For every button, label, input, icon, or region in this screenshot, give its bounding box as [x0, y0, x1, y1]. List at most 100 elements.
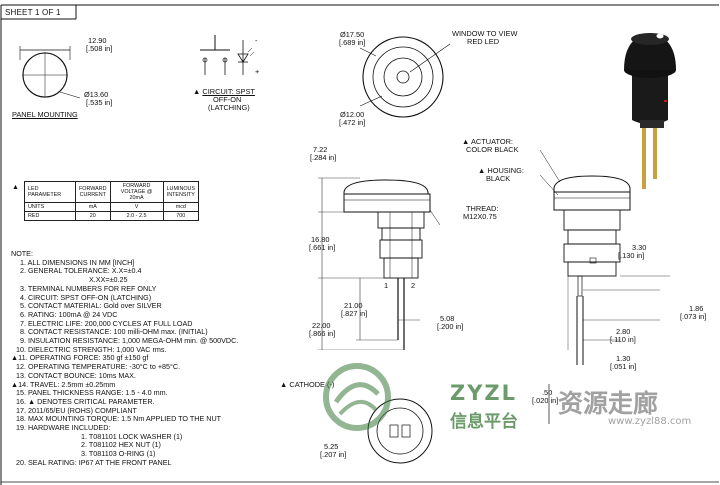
panel-dia-in: [.535 in]: [86, 98, 113, 107]
panel-width-in: [.508 in]: [86, 44, 113, 53]
window-label-1: WINDOW TO VIEW: [452, 29, 518, 38]
side-view-drawing: [318, 177, 441, 350]
note-item: 3. TERMINAL NUMBERS FOR REF ONLY: [20, 283, 157, 293]
note-item: 7. ELECTRIC LIFE: 200,000 CYCLES AT FULL…: [20, 318, 193, 328]
cap-height-in: [.284 in]: [310, 153, 337, 162]
note-item: 19. HARDWARE INCLUDED:: [16, 423, 111, 433]
sheet-label: SHEET 1 OF 1: [5, 8, 61, 17]
circuit-line3: (LATCHING): [208, 103, 250, 112]
table-row: RED 20 2.0 - 2.5 700: [24, 211, 200, 221]
body-height-in: [.661 in]: [309, 243, 336, 252]
front-inner-dia-in: [.472 in]: [339, 118, 366, 127]
housing-label-1-text: HOUSING:: [487, 166, 524, 175]
note-item: 16. ▲ DENOTES CRITICAL PARAMETER.: [16, 396, 155, 406]
table-cell: 2.0 - 2.5: [109, 211, 164, 221]
dim-050-mm: .50: [542, 388, 552, 398]
circuit-label: ▲ CIRCUIT: SPST: [193, 87, 255, 96]
dim-280-mm: 2.80: [616, 327, 631, 336]
dim-525-mm: 5.25: [324, 442, 339, 451]
note-item: 9. INSULATION RESISTANCE: 1,000 MEGA-OHM…: [20, 336, 239, 346]
note-item: 1. T081101 LOCK WASHER (1): [81, 431, 183, 441]
actuator-label-2: COLOR BLACK: [466, 145, 519, 154]
window-label-2: RED LED: [467, 37, 500, 46]
circuit-minus: -: [255, 36, 258, 45]
note-item: 2. GENERAL TOLERANCE: X.X=±0.4: [20, 266, 142, 276]
circuit-symbol: [200, 35, 255, 75]
body-height-mm: 16.80: [311, 235, 330, 244]
panel-mounting-drawing: [19, 46, 81, 99]
pin2-label: 2: [411, 281, 416, 290]
actuator-label-1-text: ACTUATOR:: [470, 137, 513, 146]
table-cell: UNITS: [24, 202, 76, 212]
circuit-line2: OFF-ON: [213, 95, 242, 104]
note-item: 6. RATING: 100mA @ 24 VDC: [20, 309, 118, 319]
table-header-cell: FORWARD CURRENT: [75, 181, 111, 203]
watermark-logo-icon: [323, 363, 391, 431]
table-cell: mcd: [162, 202, 200, 212]
table-row: UNITS mA V mcd: [24, 202, 200, 212]
note-item: 3. T081103 O-RING (1): [81, 449, 156, 459]
product-render: [624, 33, 676, 189]
led-parameter-table: LED PARAMETER FORWARD CURRENT FORWARD VO…: [24, 181, 200, 221]
front-inner-dia-mm: Ø12.00: [340, 110, 365, 119]
table-cell: RED: [24, 211, 76, 221]
notes-block: NOTE: 1. ALL DIMENSIONS IN MM [INCH] 2. …: [11, 249, 239, 468]
bottom-view-drawing: [367, 398, 433, 464]
housing-label-1: ▲ HOUSING:: [478, 166, 524, 175]
lead1-in: [.827 in]: [341, 309, 368, 318]
note-item: 4. CIRCUIT: SPST OFF-ON (LATCHING): [20, 292, 152, 302]
lead2-in: [.866 in]: [309, 329, 336, 338]
circuit-plus: +: [255, 67, 260, 76]
circuit-label-text: CIRCUIT: SPST: [202, 87, 255, 96]
dim-280-in: [.110 in]: [610, 335, 636, 344]
note-item: 10. DIELECTRIC STRENGTH: 1,000 VAC rms.: [16, 344, 167, 354]
note-item: 20. SEAL RATING: IP67 AT THE FRONT PANEL: [16, 457, 172, 467]
dim-186-in: [.073 in]: [680, 312, 707, 321]
dim-330-mm: 3.30: [632, 243, 647, 252]
table-header-cell: LED PARAMETER: [24, 181, 76, 203]
front-outer-dia-in: [.689 in]: [339, 38, 366, 47]
table-cell: mA: [75, 202, 111, 212]
pitch-mm: 5.08: [440, 314, 455, 323]
front-view-drawing: [359, 36, 451, 118]
dim-186-mm: 1.86: [689, 304, 704, 313]
note-item: 18. MAX MOUNTING TORQUE: 1.5 Nm APPLIED …: [16, 414, 222, 424]
note-item-text: 14. TRAVEL: 2.5mm ±0.25mm: [18, 379, 116, 389]
thread-label-2: M12X0.75: [463, 212, 497, 221]
panel-width-mm: 12.90: [88, 36, 107, 45]
note-item: ▲11. OPERATING FORCE: 350 gf ±150 gf: [11, 353, 149, 363]
lead2-mm: 22.00: [312, 321, 331, 330]
table-cell: 20: [75, 211, 111, 221]
note-item: 13. CONTACT BOUNCE: 10ms MAX.: [16, 370, 136, 380]
dim-050-in: [.020 in]: [532, 396, 559, 405]
table-header-cell: FORWARD VOLTAGE @ 20mA: [109, 181, 164, 203]
housing-label-2: BLACK: [486, 174, 511, 183]
note-item-text: 11. OPERATING FORCE: 350 gf ±150 gf: [18, 353, 149, 363]
note-item: ▲14. TRAVEL: 2.5mm ±0.25mm: [11, 379, 116, 389]
watermark-cn-right: 资源走廊: [558, 389, 659, 418]
watermark-brand: ZYZL: [450, 381, 518, 405]
dim-330-in: [.130 in]: [618, 251, 645, 260]
notes-title: NOTE:: [11, 249, 33, 258]
watermark-cn-left: 信息平台: [450, 412, 518, 432]
note-item: 1. ALL DIMENSIONS IN MM [INCH]: [20, 257, 135, 267]
front-outer-dia-mm: Ø17.50: [340, 30, 365, 39]
table-cell: V: [109, 202, 164, 212]
critical-mark-icon: ▲: [12, 184, 19, 191]
table-row: LED PARAMETER FORWARD CURRENT FORWARD VO…: [24, 181, 200, 203]
panel-mounting-title: PANEL MOUNTING: [12, 110, 78, 119]
cap-height-mm: 7.22: [313, 145, 328, 154]
pitch-in: [.200 in]: [437, 322, 464, 331]
cathode-label-text: CATHODE (-): [289, 380, 335, 389]
note-item: 2. T081102 HEX NUT (1): [81, 440, 161, 450]
note-item: 12. OPERATING TEMPERATURE: -30°C to +85°…: [16, 362, 181, 372]
note-item: 8. CONTACT RESISTANCE: 100 milli-OHM max…: [20, 327, 208, 337]
watermark-url: www.zyzl88.com: [608, 416, 692, 427]
table-header-cell: LUMINOUS INTENSITY: [162, 181, 200, 203]
note-item: X.XX=±0.25: [89, 275, 128, 285]
note-item: 15. PANEL THICKNESS RANGE: 1.5 - 4.0 mm.: [16, 388, 168, 398]
lead1-mm: 21.00: [344, 301, 363, 310]
watermark-divider: [548, 384, 550, 424]
pin1-label: 1: [384, 281, 389, 290]
